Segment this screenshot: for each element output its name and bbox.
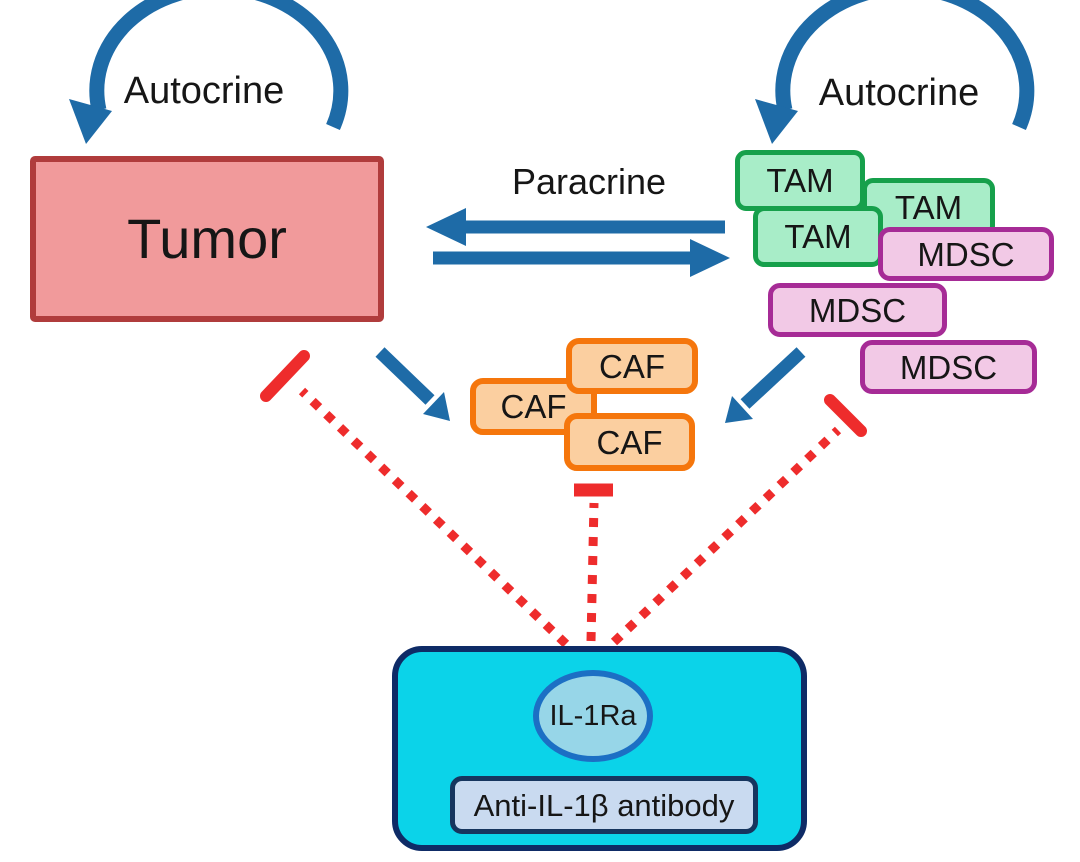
autocrine-arrow-left [69, 0, 349, 144]
autocrine-right-label: Autocrine [818, 72, 980, 114]
inhibition-line-mdsc [610, 394, 867, 646]
mdsc-box-1: MDSC [878, 227, 1054, 281]
antibody-box: Anti-IL-1β antibody [450, 776, 758, 834]
tumor-label: Tumor [127, 207, 287, 270]
autocrine-arrowhead-right-icon [755, 99, 798, 144]
tam-box-3: TAM [753, 206, 883, 267]
inhibition-dash-caf [586, 502, 599, 642]
autocrine-arc-right [775, 0, 1035, 131]
inhibition-line-tumor [260, 350, 570, 648]
tam-label-2: TAM [894, 189, 963, 226]
mdsc-box-2: MDSC [768, 283, 947, 337]
autocrine-arrow-right [755, 0, 1035, 144]
autocrine-arc-left [89, 0, 349, 131]
caf-label-1: CAF [599, 347, 665, 385]
caf-box-1: CAF [566, 338, 698, 394]
mdsc-box-3: MDSC [860, 340, 1037, 394]
inhibition-dash-tumor [298, 387, 570, 648]
tumor-to-caf-shaft [375, 347, 435, 405]
tumor-box: Tumor [30, 156, 384, 322]
caf-box-3: CAF [564, 413, 695, 471]
antibody-label: Anti-IL-1β antibody [473, 787, 735, 823]
caf-label-2: CAF [500, 388, 567, 425]
inhibition-line-caf [574, 483, 613, 642]
mdsc-label-1: MDSC [917, 235, 1015, 273]
inhibition-tbar-tumor-icon [260, 350, 310, 402]
mdsc-to-caf-arrow [725, 347, 806, 423]
paracrine-label: Paracrine [511, 161, 667, 202]
mdsc-to-caf-shaft [740, 347, 806, 409]
caf-label-3: CAF [596, 423, 663, 461]
paracrine-arrow-to-cells [433, 239, 730, 277]
mdsc-label-3: MDSC [899, 348, 998, 386]
mdsc-label-2: MDSC [808, 291, 907, 329]
tam-label-3: TAM [784, 218, 852, 255]
paracrine-left-arrowhead-icon [426, 208, 466, 246]
il1ra-ellipse: IL-1Ra [533, 670, 653, 762]
paracrine-right-arrowhead-icon [690, 239, 730, 277]
inhibition-tbar-mdsc-icon [824, 394, 867, 437]
inhibition-dash-mdsc [610, 426, 842, 646]
paracrine-arrow-to-tumor [426, 208, 725, 246]
il1ra-label: IL-1Ra [549, 699, 637, 732]
tam-label-1: TAM [766, 162, 834, 199]
tumor-to-caf-arrow [375, 347, 450, 421]
tam-box-1: TAM [735, 150, 865, 211]
tumor-to-caf-arrowhead-icon [423, 392, 450, 421]
autocrine-arrowhead-left-icon [69, 99, 112, 144]
mdsc-to-caf-arrowhead-icon [725, 396, 753, 423]
autocrine-left-label: Autocrine [123, 70, 285, 112]
